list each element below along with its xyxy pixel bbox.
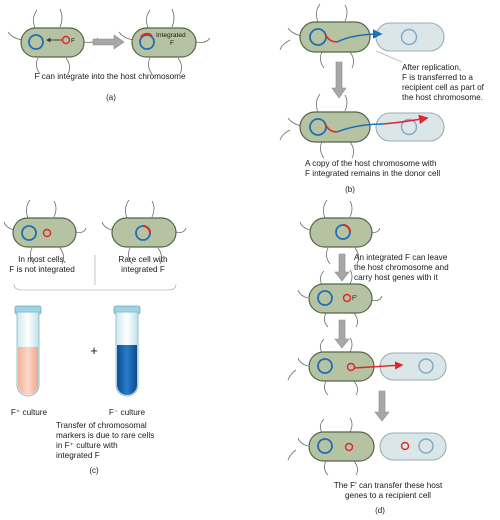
transfer-strand-b2 xyxy=(382,114,429,125)
panel-d: An integrated F can leave the host chrom… xyxy=(287,199,449,515)
cell-c-left xyxy=(3,199,87,265)
caption-b-line1: A copy of the host chromosome with xyxy=(305,159,437,168)
panel-c: In most cells, F is not integrated Rare … xyxy=(3,199,187,475)
transfer-strand-b1 xyxy=(336,29,383,43)
donor-cell-b1 xyxy=(279,3,371,69)
f-plasmid-a1 xyxy=(61,35,71,45)
caption-a: F can integrate into the host chromosome xyxy=(34,72,186,81)
callout-d-line3: carry host genes with it xyxy=(354,273,438,282)
callout-b-line4: the host chromosome. xyxy=(402,93,483,102)
tube-f-plus xyxy=(14,305,42,397)
recipient-cell-d3 xyxy=(379,352,447,381)
cell-c-left-line2: F is not integrated xyxy=(9,265,75,274)
f-label-a: F xyxy=(71,38,75,45)
chromosome-a2 xyxy=(139,34,155,50)
donor-cell-b2 xyxy=(279,93,371,159)
tube-f-minus-label: F⁻ culture xyxy=(109,408,146,417)
caption-d-line1: The F′ can transfer these host xyxy=(334,481,443,490)
chromosome-a1 xyxy=(28,34,44,50)
panel-a: F Integrated F F can integrate into the … xyxy=(7,8,211,102)
cell-d2: F′ xyxy=(297,269,383,328)
integrated-label-line1: Integrated xyxy=(156,32,186,39)
bracket-c xyxy=(13,283,177,291)
cell-c-left-line1: In most cells, xyxy=(18,255,66,264)
recipient-cell-b2 xyxy=(375,112,445,142)
tube-f-minus xyxy=(113,305,141,397)
caption-c-line1: Transfer of chromosomal xyxy=(56,421,147,430)
process-arrow-d1 xyxy=(334,253,350,282)
callout-d-line2: the host chromosome and xyxy=(354,263,449,272)
caption-c-line2: markers is due to rare cells xyxy=(56,431,154,440)
plus-sign: + xyxy=(90,343,98,358)
cell-c-right xyxy=(101,199,187,265)
process-arrow-b xyxy=(331,61,347,99)
callout-b-line1: After replication, xyxy=(402,63,461,72)
process-arrow-d2 xyxy=(334,319,350,349)
callout-b-line2: F is transferred to a xyxy=(402,73,473,82)
cell-d4 xyxy=(287,417,375,476)
transfer-strand-d xyxy=(353,361,404,370)
recipient-cell-d4 xyxy=(379,432,447,461)
tube-f-plus-label: F⁺ culture xyxy=(11,408,48,417)
process-arrow-a xyxy=(92,34,125,50)
caption-c-line3: in F⁺ culture with xyxy=(56,441,118,450)
bacterium-cell-a2: Integrated F xyxy=(118,8,211,75)
integrated-label-line2: F xyxy=(170,40,174,47)
callout-b-line3: recipient cell as part of xyxy=(402,83,485,92)
panel-b: After replication, F is transferred to a… xyxy=(279,3,485,194)
process-arrow-d3 xyxy=(374,390,390,422)
panel-letter-b: (b) xyxy=(345,185,355,194)
caption-c-line4: integrated F xyxy=(56,451,100,460)
cell-d1 xyxy=(299,199,381,265)
panel-letter-a: (a) xyxy=(106,93,116,102)
caption-d-line2: genes to a recipient cell xyxy=(345,491,431,500)
integrated-f-segment xyxy=(140,32,153,38)
panel-letter-c: (c) xyxy=(89,466,99,475)
cell-c-right-line1: Rare cell with xyxy=(118,255,168,264)
fprime-label: F′ xyxy=(352,295,358,302)
panel-letter-d: (d) xyxy=(375,506,385,515)
cell-d3 xyxy=(287,337,375,396)
cell-c-right-line2: integrated F xyxy=(121,265,165,274)
bacterium-cell-a1: F xyxy=(7,8,99,75)
callout-leader-b xyxy=(375,50,403,63)
recipient-cell-b1 xyxy=(375,22,445,52)
caption-b-line2: F integrated remains in the donor cell xyxy=(305,169,440,178)
callout-d-line1: An integrated F can leave xyxy=(354,253,448,262)
